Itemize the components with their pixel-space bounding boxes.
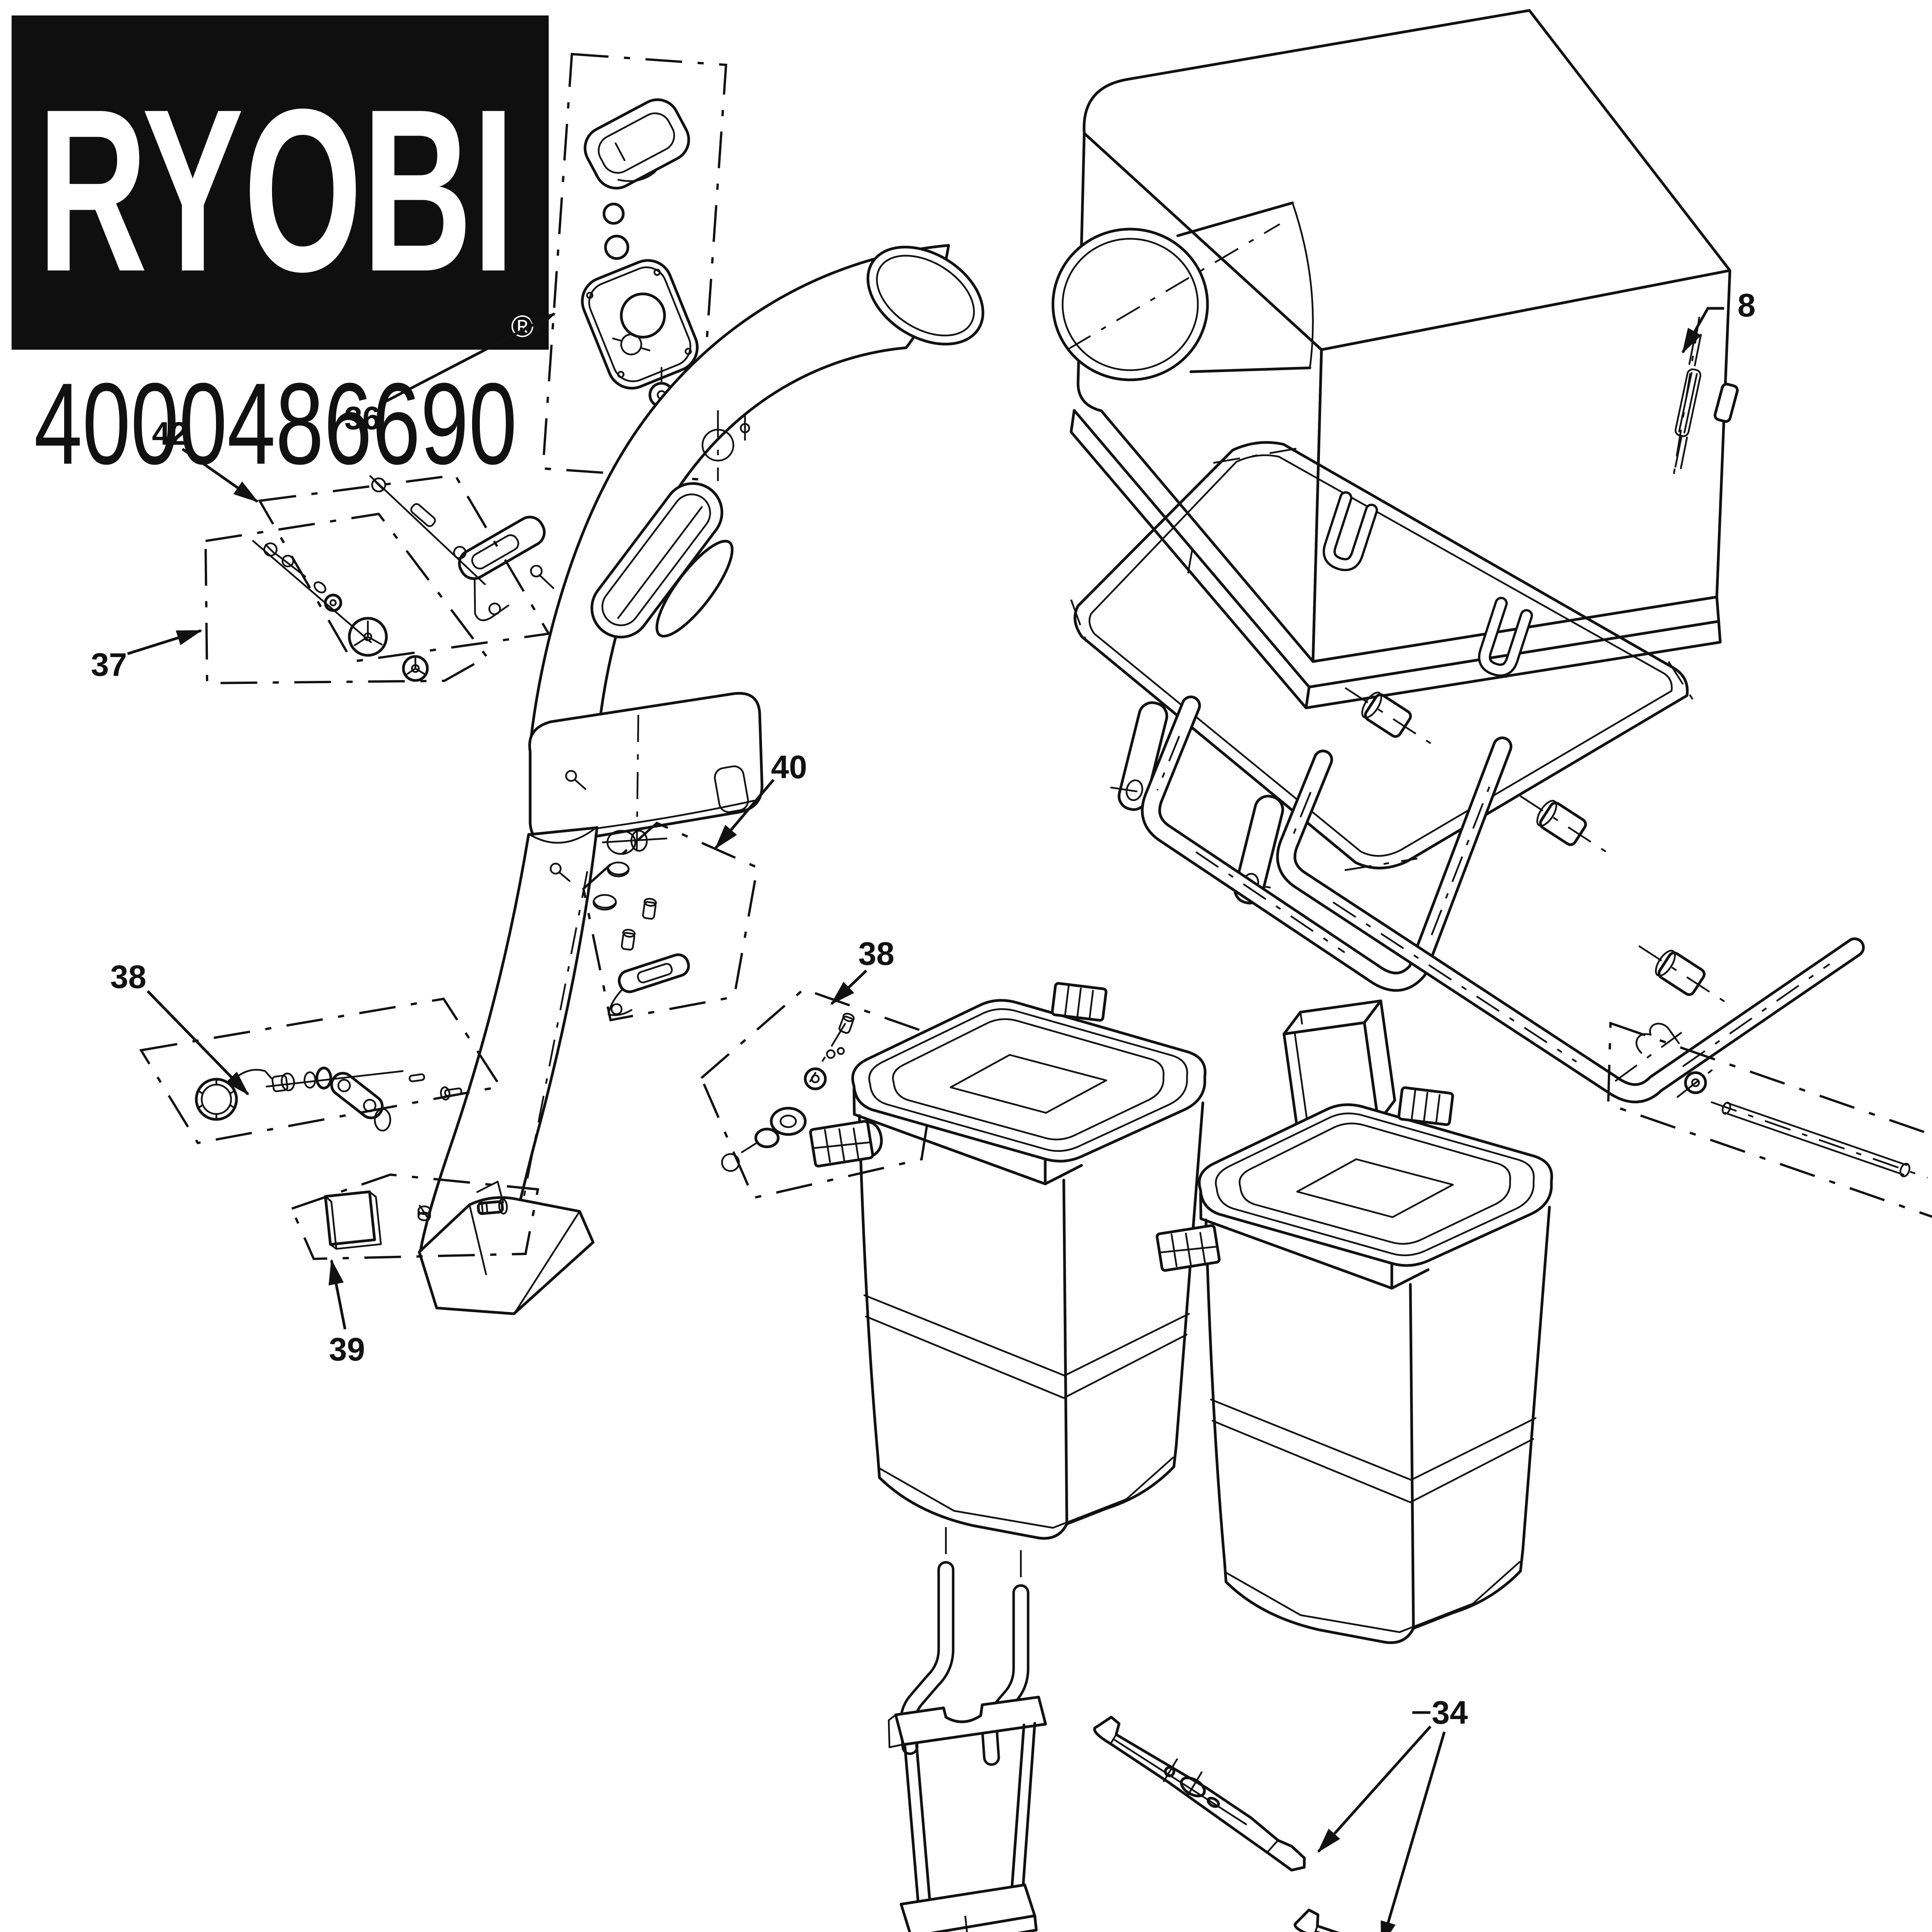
callout-number[interactable]: 36 — [344, 400, 380, 436]
leader-line — [830, 969, 867, 1005]
bagger-cover — [1051, 9, 1739, 709]
callout-36[interactable]: 36 — [344, 312, 556, 436]
leader-line — [146, 990, 249, 1095]
ryobi-logo: RYOBI ® — [12, 15, 549, 350]
discharge-chute-upper — [529, 244, 985, 747]
hardware-kit-42 — [258, 474, 551, 663]
leader-line — [127, 629, 202, 655]
callout-37[interactable]: 37 — [91, 629, 202, 683]
collection-bin-left — [810, 983, 1205, 1538]
callout-40[interactable]: 40 — [714, 749, 807, 850]
tube-sleeve — [1631, 934, 1732, 1014]
callout-38-left[interactable]: 38 — [110, 959, 249, 1095]
leader-line — [1381, 1731, 1446, 1932]
callout-number[interactable]: 37 — [91, 646, 127, 683]
leader-line — [1317, 1725, 1432, 1853]
collection-bin-right — [1156, 1087, 1551, 1643]
hardware-kit-37 — [204, 512, 554, 685]
tube-sleeve — [1512, 784, 1614, 864]
tube-sleeve — [1337, 676, 1439, 755]
callout-number[interactable]: 38 — [858, 935, 894, 972]
hardware-kit-39 — [290, 1173, 539, 1260]
callout-number[interactable]: 39 — [329, 1331, 365, 1367]
hardware-kit-40 — [582, 821, 759, 1022]
hardware-kit-41 — [1607, 1021, 1932, 1218]
callout-number[interactable]: 42 — [152, 415, 188, 452]
callout-42[interactable]: 42 — [152, 415, 259, 503]
callout-number[interactable]: 40 — [771, 749, 807, 785]
callout-number[interactable]: 34 — [1432, 1694, 1468, 1731]
leader-line — [328, 1259, 347, 1330]
logo-background — [12, 15, 549, 350]
discharge-chute-lower — [418, 826, 668, 1315]
mower-blade-left — [1084, 1713, 1319, 1875]
chute-handle — [590, 482, 734, 639]
callout-38-right[interactable]: 38 — [830, 935, 895, 1005]
mower-blade-right — [1289, 1907, 1539, 1932]
hardware-kit-38-left — [139, 997, 502, 1145]
callout-39[interactable]: 39 — [328, 1259, 365, 1367]
chute-deflector — [418, 1196, 595, 1315]
callout-8[interactable]: 8 — [1681, 287, 1756, 354]
bag-support-frame — [1070, 441, 1694, 908]
logo-text: RYOBI — [37, 61, 515, 320]
leader-line — [181, 448, 259, 503]
callout-34[interactable]: 34 — [1317, 1694, 1468, 1932]
leader-line — [383, 312, 556, 404]
chute-collar — [528, 692, 764, 850]
support-fork — [888, 1527, 1047, 1932]
callout-number[interactable]: 8 — [1738, 287, 1756, 323]
part-number: 4000486690 — [34, 359, 517, 488]
callout-number[interactable]: 38 — [110, 959, 146, 995]
leader-line — [1681, 307, 1724, 354]
handle-tube-assembly — [1141, 676, 1865, 1141]
leader-line — [714, 779, 775, 850]
